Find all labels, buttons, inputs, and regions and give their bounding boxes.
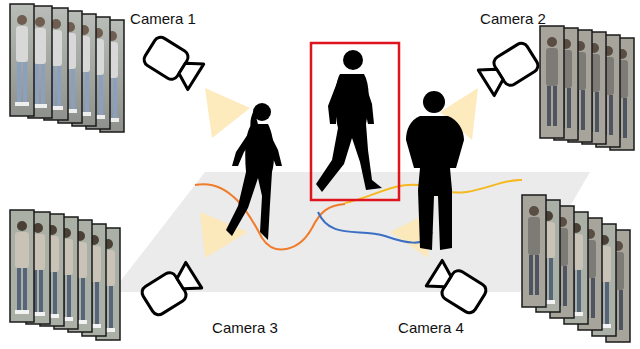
image-sequence (10, 4, 124, 132)
image-sequence (522, 195, 630, 342)
camera-label: Camera 3 (200, 319, 290, 337)
highlight-box (311, 43, 399, 200)
camera-label: Camera 4 (386, 319, 476, 337)
camera-label: Camera 1 (118, 10, 208, 28)
person-silhouette (226, 103, 282, 240)
person-silhouette (316, 50, 382, 192)
image-sequence (540, 26, 634, 150)
camera-icon (139, 262, 202, 318)
camera-label: Camera 2 (468, 10, 558, 28)
camera-icon (426, 260, 489, 316)
view-cone (205, 88, 250, 138)
image-sequence (10, 210, 120, 340)
camera-icon (478, 41, 541, 97)
person-silhouette (406, 91, 464, 250)
camera-icon (141, 35, 204, 91)
trajectory (318, 212, 432, 243)
